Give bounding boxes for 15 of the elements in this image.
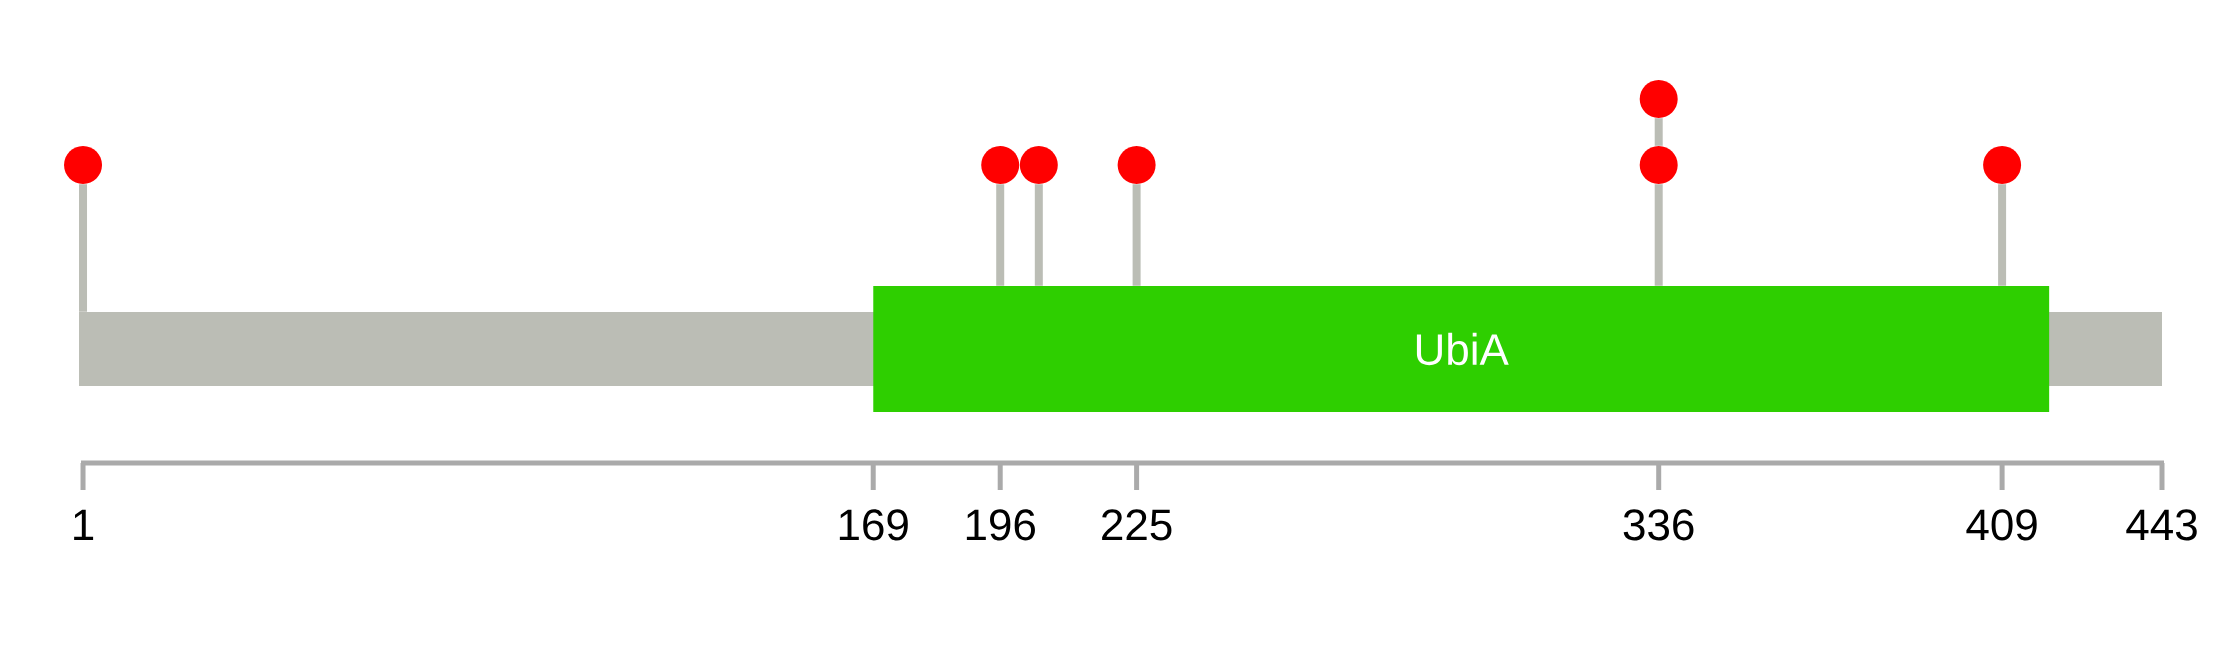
tick-label: 225 (1102, 509, 1172, 541)
tick-label: 443 (2126, 509, 2197, 541)
lollipop-head (981, 146, 1020, 184)
tick-label: 336 (1623, 509, 1694, 541)
tick-label: 409 (1966, 509, 2037, 541)
lollipop-head (1117, 146, 1156, 184)
lollipop-head (1639, 146, 1678, 184)
tick-label: 1 (74, 509, 94, 540)
lollipop-head (1983, 146, 2022, 184)
lollipop-head (1639, 80, 1678, 118)
lollipop-head (1019, 146, 1058, 184)
domain-box: UbiA (873, 286, 2050, 412)
tick-label: 196 (966, 509, 1035, 541)
lollipop-head (64, 146, 102, 184)
tick-label: 169 (839, 509, 908, 541)
